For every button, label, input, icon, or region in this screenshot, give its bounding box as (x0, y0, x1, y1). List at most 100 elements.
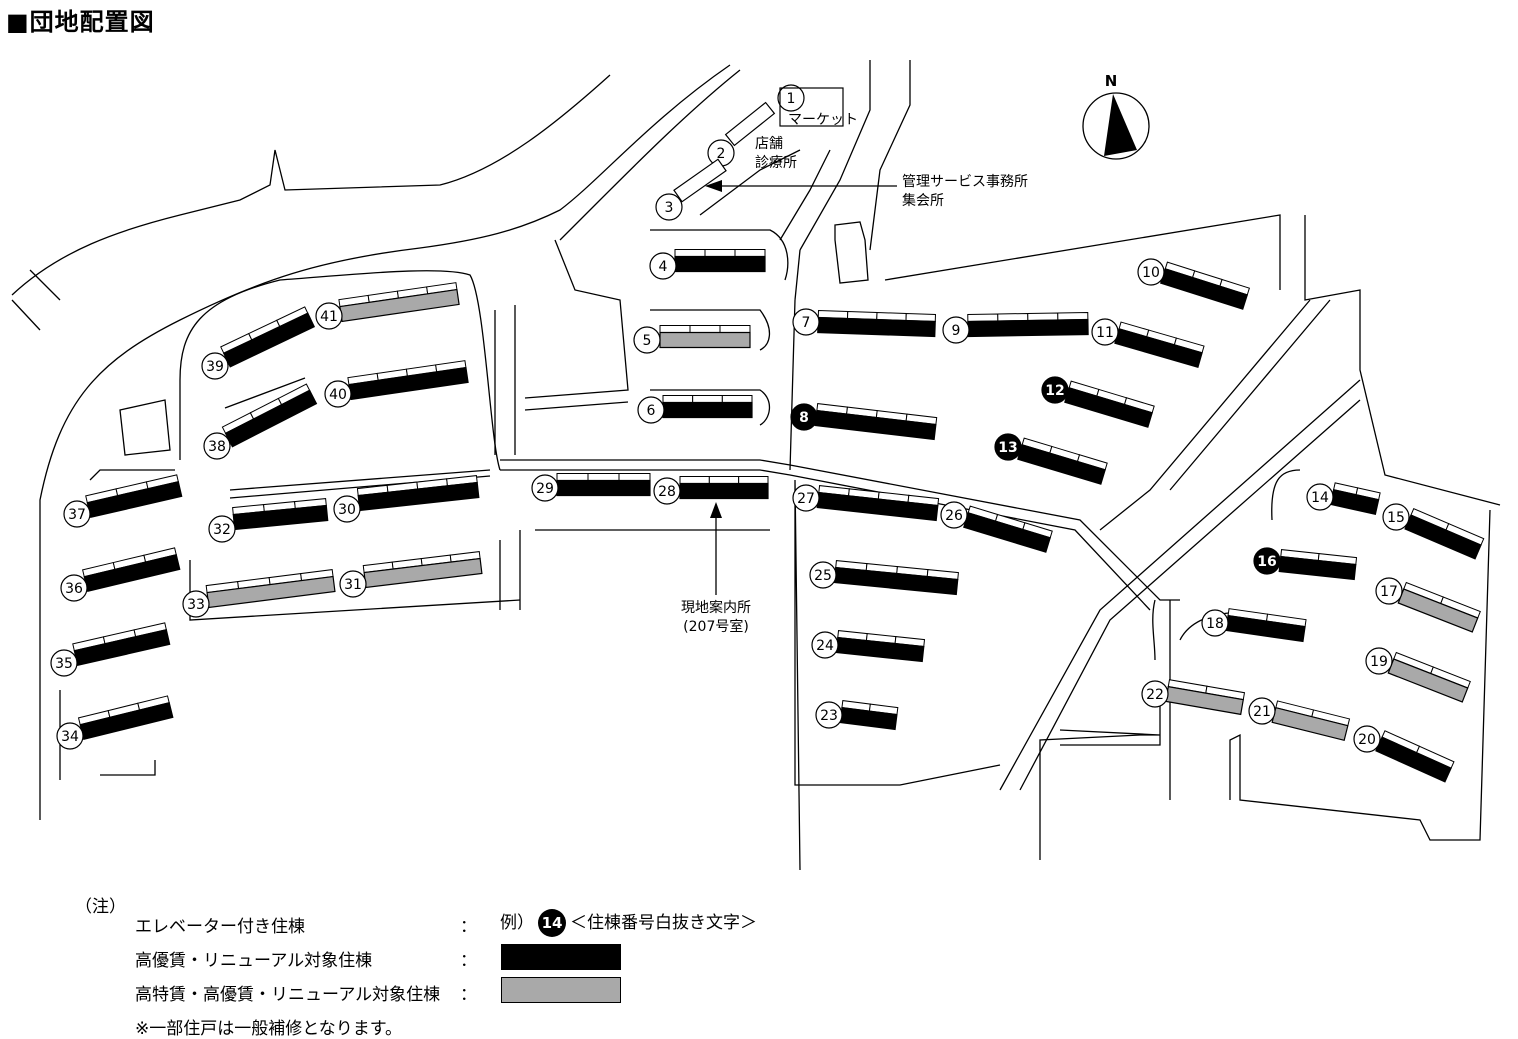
building-number: 37 (68, 507, 86, 523)
building-40[interactable]: 40 (324, 360, 469, 408)
building-number-badge (792, 308, 820, 336)
building-21[interactable]: 21 (1248, 697, 1351, 742)
building-9[interactable]: 9 (942, 311, 1089, 344)
building-8[interactable]: 8 (790, 403, 938, 441)
building-number-badge (1248, 697, 1276, 725)
building-bar-high_spec (659, 331, 751, 349)
building-41[interactable]: 41 (315, 282, 460, 330)
building-19[interactable]: 19 (1365, 647, 1471, 703)
building-18[interactable]: 18 (1201, 608, 1307, 643)
building-2[interactable]: 2 (707, 101, 776, 167)
building-33[interactable]: 33 (182, 569, 336, 618)
building-number: 34 (61, 729, 79, 745)
building-number: 16 (1257, 554, 1276, 570)
building-31[interactable]: 31 (339, 551, 483, 598)
building-number: 15 (1387, 510, 1405, 526)
elevator-badge (1253, 547, 1281, 575)
balcony (659, 325, 691, 333)
building-bar-renewal (1278, 555, 1357, 581)
balcony (1057, 311, 1089, 321)
building-number: 27 (797, 491, 815, 507)
building-3[interactable]: 3 (655, 158, 727, 221)
building-37[interactable]: 37 (63, 474, 183, 528)
legend-renewal-swatch (501, 944, 621, 970)
building-23[interactable]: 23 (815, 700, 899, 731)
building-number-badge (1091, 318, 1119, 346)
building-24[interactable]: 24 (811, 630, 926, 663)
building-number: 2 (717, 146, 726, 162)
building-number-badge (809, 561, 837, 589)
building-17[interactable]: 17 (1375, 577, 1481, 633)
building-number-badge (203, 432, 231, 460)
building-20[interactable]: 20 (1353, 725, 1455, 783)
building-number-badge (63, 500, 91, 528)
building-6[interactable]: 6 (637, 395, 753, 424)
building-29[interactable]: 29 (531, 473, 651, 502)
building-25[interactable]: 25 (809, 560, 959, 596)
building-1[interactable]: 1 (777, 84, 805, 112)
building-7[interactable]: 7 (792, 308, 937, 338)
building-22[interactable]: 22 (1141, 679, 1246, 716)
building-38[interactable]: 38 (203, 383, 318, 460)
building-number-badge (792, 484, 820, 512)
elevator-badge (1041, 376, 1069, 404)
building-number-badge (324, 380, 352, 408)
building-26[interactable]: 26 (940, 501, 1053, 553)
building-bar-renewal (224, 389, 318, 448)
balcony (587, 473, 620, 481)
balcony (556, 473, 589, 481)
building-number-badge (777, 84, 805, 112)
shop-label: 店舗 (755, 136, 783, 152)
building-5[interactable]: 5 (633, 325, 751, 354)
building-4[interactable]: 4 (649, 249, 766, 280)
building-39[interactable]: 39 (201, 306, 316, 380)
site-office-room: (207号室) (683, 618, 749, 635)
building-number: 5 (643, 333, 652, 349)
office-label: 管理サービス事務所 (902, 174, 1028, 190)
building-34[interactable]: 34 (56, 695, 174, 750)
building-number: 30 (338, 502, 356, 518)
building-number: 20 (1358, 732, 1376, 748)
building-30[interactable]: 30 (333, 475, 480, 523)
building-14[interactable]: 14 (1306, 482, 1381, 516)
building-35[interactable]: 35 (50, 622, 171, 677)
balcony (1027, 312, 1059, 322)
building-number: 35 (55, 656, 73, 672)
building-32[interactable]: 32 (208, 498, 329, 543)
building-10[interactable]: 10 (1137, 258, 1251, 310)
building-bar-renewal (662, 401, 753, 419)
building-number: 31 (344, 577, 362, 593)
building-number-badge (1141, 680, 1169, 708)
building-number-badge (1382, 503, 1410, 531)
building-36[interactable]: 36 (60, 547, 181, 602)
building-number: 12 (1045, 383, 1064, 399)
market-label: マーケット (788, 112, 858, 128)
building-number: 13 (998, 440, 1017, 456)
legend-example-desc: ＜住棟番号白抜き文字＞ (570, 913, 757, 933)
building-13[interactable]: 13 (994, 433, 1108, 485)
building-number-badge (56, 722, 84, 750)
building-16[interactable]: 16 (1253, 547, 1358, 581)
building-number-badge (201, 352, 229, 380)
building-27[interactable]: 27 (792, 484, 940, 522)
market-box (779, 87, 844, 127)
legend-note: （注） (75, 897, 126, 917)
building-11[interactable]: 11 (1091, 318, 1205, 368)
building-12[interactable]: 12 (1041, 376, 1155, 428)
building-number-badge (339, 570, 367, 598)
building-bar-renewal (679, 482, 769, 500)
building-number-badge (811, 631, 839, 659)
building-number: 10 (1142, 265, 1160, 281)
building-number: 32 (213, 522, 231, 538)
building-number: 36 (65, 581, 83, 597)
site-office-arrowhead-icon (710, 502, 722, 518)
building-number: 21 (1253, 704, 1271, 720)
building-number: 7 (802, 315, 811, 331)
building-number: 38 (208, 439, 226, 455)
building-number-badge (1201, 609, 1229, 637)
building-28[interactable]: 28 (653, 476, 769, 505)
building-15[interactable]: 15 (1382, 503, 1485, 560)
building-number: 26 (945, 508, 963, 524)
building-bar-facility (724, 101, 776, 147)
legend-high-spec-label: 高特賃・高優賃・リニューアル対象住棟 (135, 985, 441, 1005)
